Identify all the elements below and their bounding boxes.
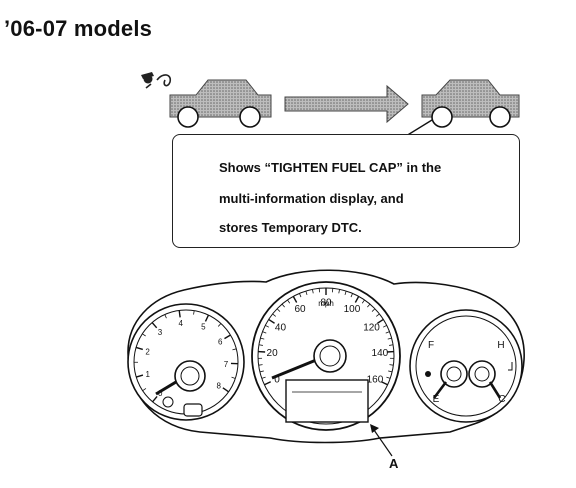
speedometer-tick-label: 160 [367, 374, 384, 385]
speedometer-tick-mark [264, 381, 272, 386]
tachometer-tick-mark [136, 374, 144, 378]
tachometer-tick-label: 8 [217, 381, 222, 390]
speedometer-tick-mark [305, 290, 308, 295]
speedometer-tick-label: 0 [274, 374, 280, 385]
speedometer-tick-mark [268, 318, 275, 324]
speedometer-tick-mark [299, 293, 302, 298]
tachometer-tick-mark [164, 314, 167, 319]
tachometer-tick-label: 5 [201, 322, 206, 331]
speedometer-tick-mark [276, 308, 281, 312]
speedometer-tick-mark [382, 325, 387, 328]
speedometer-tick-mark [261, 376, 266, 379]
callout-box: Shows “TIGHTEN FUEL CAP” in the multi-in… [172, 134, 520, 248]
fuel-temp-gauge: F E H C [409, 309, 523, 423]
speedometer-tick-mark [338, 289, 340, 294]
multi-information-display [285, 379, 369, 423]
tachometer-tick-mark [231, 376, 236, 379]
speedometer-tick-mark [389, 344, 394, 346]
speedometer-tick-mark [377, 318, 384, 324]
speedometer-tick-mark [272, 313, 276, 317]
speedometer-tick-mark [258, 364, 263, 366]
tachometer-tick-label: 2 [145, 347, 150, 356]
tachometer-tick-mark [217, 323, 222, 327]
speedometer-tick-mark [258, 344, 263, 346]
speedometer-tick-mark [260, 337, 265, 340]
temp-cold-label: C [498, 394, 505, 405]
temp-hot-label: H [497, 340, 504, 351]
speedometer-tick-label: 80 [320, 298, 332, 309]
fuel-cap-icon [141, 72, 172, 89]
tachometer-tick-mark [142, 388, 147, 391]
tachometer-tick-mark [152, 396, 158, 403]
callout-line-3: stores Temporary DTC. [219, 220, 362, 235]
tachometer-tick-label: 3 [158, 328, 163, 337]
label-a: A [389, 456, 399, 471]
page-title: ’06-07 models [4, 16, 153, 41]
speedometer-tick-mark [388, 370, 393, 373]
fuel-pump-icon [425, 371, 431, 377]
tach-display-window [183, 403, 203, 417]
fuel-empty-label: E [433, 394, 440, 405]
tachometer-tick-mark [178, 310, 181, 318]
speedometer-tick-mark [265, 325, 270, 328]
tachometer-tick-label: 0 [158, 389, 163, 398]
tachometer-tick-label: 4 [179, 319, 184, 328]
speedometer-tick-mark [262, 331, 267, 334]
speedometer-tick-mark [292, 296, 298, 303]
speedometer-tick-label: 100 [344, 304, 361, 315]
car-icon [169, 79, 272, 128]
speedometer-tick-label: 140 [372, 348, 389, 359]
speedometer-tick-label: 60 [294, 304, 306, 315]
speedometer-tick-mark [386, 376, 391, 379]
tachometer-tick-mark [135, 346, 143, 351]
fuel-full-label: F [428, 340, 434, 351]
tachometer-tick-label: 1 [145, 370, 150, 379]
speedometer-tick-mark [371, 308, 376, 312]
speedometer-tick-mark [385, 331, 390, 334]
callout-pointer [405, 119, 433, 137]
speedometer-tick-mark [344, 290, 347, 295]
speedometer-tick-mark [259, 370, 264, 373]
tachometer-tick-mark [142, 333, 146, 337]
callout-line-1: Shows “TIGHTEN FUEL CAP” in the [219, 160, 442, 175]
speedometer-tick-mark [380, 381, 388, 386]
speedometer-tick-mark [354, 296, 360, 303]
speedometer-tick-mark [281, 303, 285, 308]
speedometer-tick-label: 40 [275, 322, 287, 333]
label-a-leader [373, 429, 393, 457]
speedometer-tick-label: 120 [363, 322, 380, 333]
car-icon [421, 79, 520, 128]
arrow-right-icon [284, 84, 409, 124]
tachometer-tick-mark [224, 334, 231, 340]
speedometer-tick-label: 20 [267, 348, 279, 359]
tachometer-tick-mark [151, 322, 158, 329]
coolant-temp-icon [508, 362, 513, 371]
speedometer-tick-mark [312, 289, 314, 294]
tachometer-tick-mark [193, 310, 195, 315]
tachometer-tick-label: 6 [218, 338, 223, 347]
tachometer-tick-mark [232, 348, 237, 351]
speedometer-tick-mark [367, 303, 371, 308]
tachometer: 0 1 2 3 4 5 6 7 8 [127, 303, 245, 421]
tachometer-tick-label: 7 [224, 360, 229, 369]
speed-unit-label: mph [318, 299, 334, 308]
speedometer-tick-mark [350, 293, 353, 298]
speedometer-tick-mark [389, 364, 394, 366]
speedometer-tick-mark [387, 337, 392, 340]
tachometer-tick-mark [222, 387, 229, 393]
tachometer-tick-mark [204, 314, 210, 322]
speedometer-tick-mark [376, 313, 380, 317]
speedometer-tick-mark [361, 299, 365, 304]
speedometer-tick-mark [287, 299, 291, 304]
callout-line-2: multi-information display, and [219, 191, 404, 206]
